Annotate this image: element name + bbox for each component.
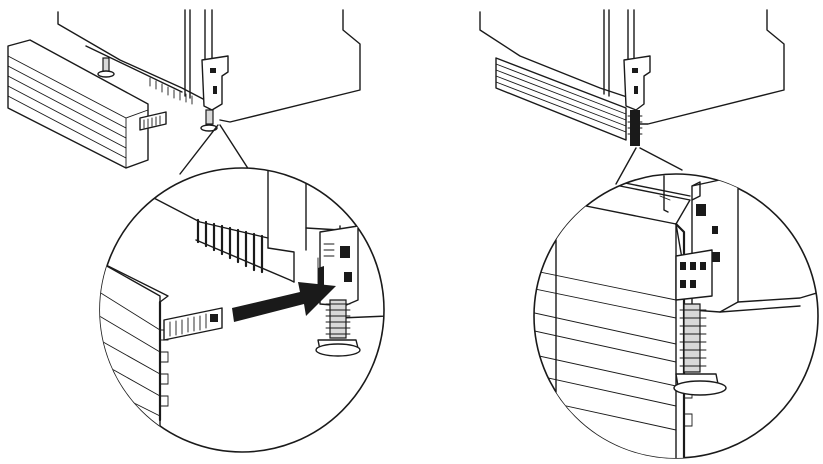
adjustable-foot-zoom-left (315, 299, 361, 357)
hinge-bracket-left (201, 55, 229, 111)
appliance-body-right (479, 9, 785, 146)
panel-clip-left (139, 111, 167, 131)
insert-direction-arrow (232, 282, 336, 322)
vent-slots-zoom-left (195, 218, 295, 283)
appliance-body-left (57, 9, 361, 132)
left-panel (7, 9, 385, 453)
foot-right (627, 110, 643, 146)
plinth-panel-left (7, 39, 167, 169)
plinth-installed-right (495, 57, 627, 141)
callout-line-left-a (179, 124, 219, 175)
magnifier-circle-right (533, 173, 819, 459)
panel-clip-zoom-left (163, 307, 223, 341)
magnifier-circle-left (99, 167, 385, 453)
adjustable-foot-left-front (200, 109, 218, 132)
adjustable-foot-zoom-right (673, 303, 727, 396)
right-panel (479, 9, 819, 459)
callout-line-right-b (639, 147, 683, 171)
callout-line-right-a (615, 147, 637, 185)
hinge-bracket-right (623, 55, 651, 111)
adjustable-foot-left-rear (97, 57, 115, 78)
vent-slots-left (149, 77, 193, 105)
panel-clip-zoom-right (675, 249, 713, 301)
